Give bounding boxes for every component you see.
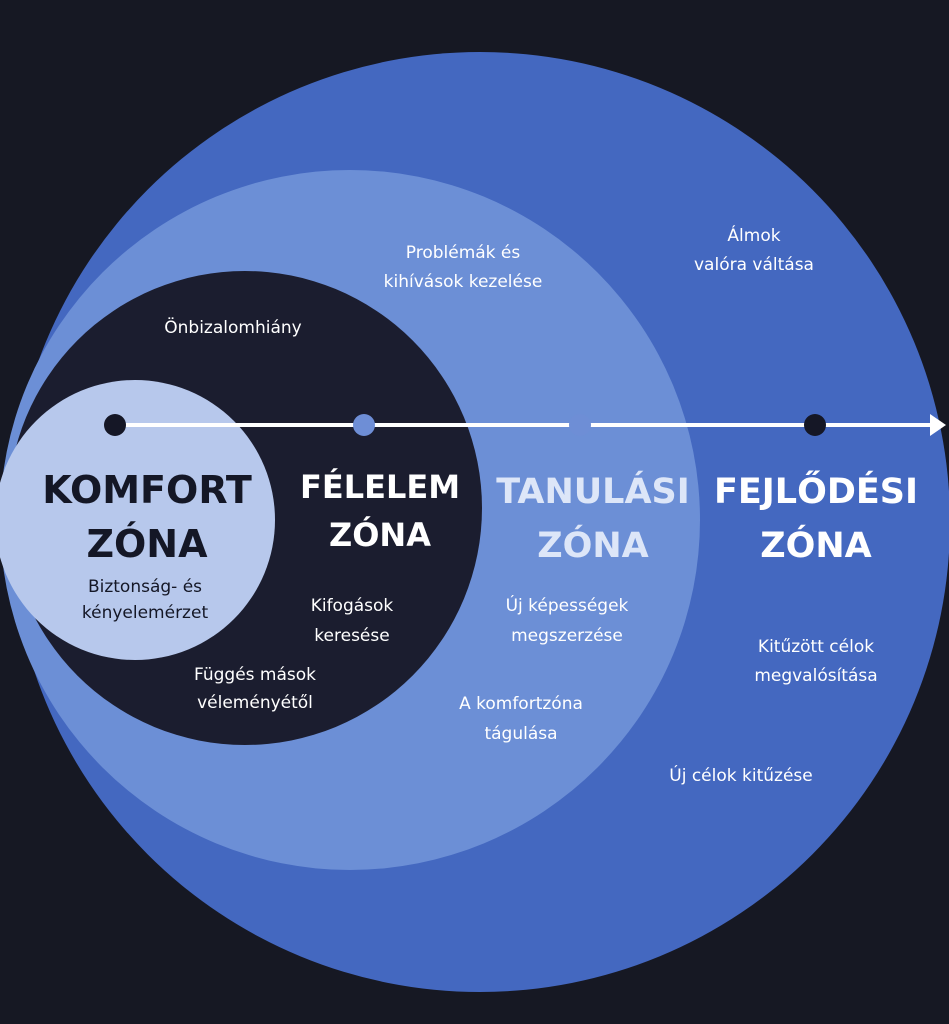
fear-dot: [353, 414, 375, 436]
growth-text-a-line1: Kitűzött célok: [758, 637, 874, 657]
growth-dot: [804, 414, 826, 436]
fear-text-b-line1: Függés mások: [194, 665, 316, 685]
growth-title-line1: FEJLŐDÉSI: [714, 470, 918, 512]
growth-text-top-line2: valóra váltása: [694, 255, 814, 275]
growth-text-top-line1: Álmok: [727, 224, 780, 246]
comfort-text-line2: kényelemérzet: [82, 603, 209, 623]
fear-title-line2: ZÓNA: [329, 515, 431, 554]
fear-text-a-line2: keresése: [314, 626, 389, 646]
learning-text-a-line2: megszerzése: [511, 626, 623, 646]
comfort-text-line1: Biztonság- és: [88, 577, 202, 597]
comfort-title-line2: ZÓNA: [86, 522, 208, 566]
learning-text-top-line2: kihívások kezelése: [384, 272, 543, 292]
learning-text-top-line1: Problémák és: [406, 243, 521, 263]
growth-title-line2: ZÓNA: [760, 524, 872, 566]
learning-title-line2: ZÓNA: [537, 524, 649, 566]
growth-text-a-line2: megvalósítása: [754, 666, 877, 686]
learning-text-b-line1: A komfortzóna: [459, 694, 583, 714]
comfort-zone-circle: [0, 380, 275, 660]
comfort-dot: [104, 414, 126, 436]
fear-text-top: Önbizalomhiány: [164, 316, 301, 338]
learning-text-b-line2: tágulása: [484, 724, 557, 744]
fear-text-b-line2: véleményétől: [197, 693, 313, 713]
arrow-head-icon: [930, 414, 946, 436]
learning-text-a-line1: Új képességek: [506, 594, 629, 616]
fear-text-a-line1: Kifogások: [311, 596, 394, 616]
comfort-title-line1: KOMFORT: [42, 468, 252, 512]
learning-title-line1: TANULÁSI: [496, 470, 690, 512]
learning-dot: [569, 414, 591, 436]
growth-text-b: Új célok kitűzése: [669, 764, 812, 786]
fear-title-line1: FÉLELEM: [300, 468, 460, 506]
